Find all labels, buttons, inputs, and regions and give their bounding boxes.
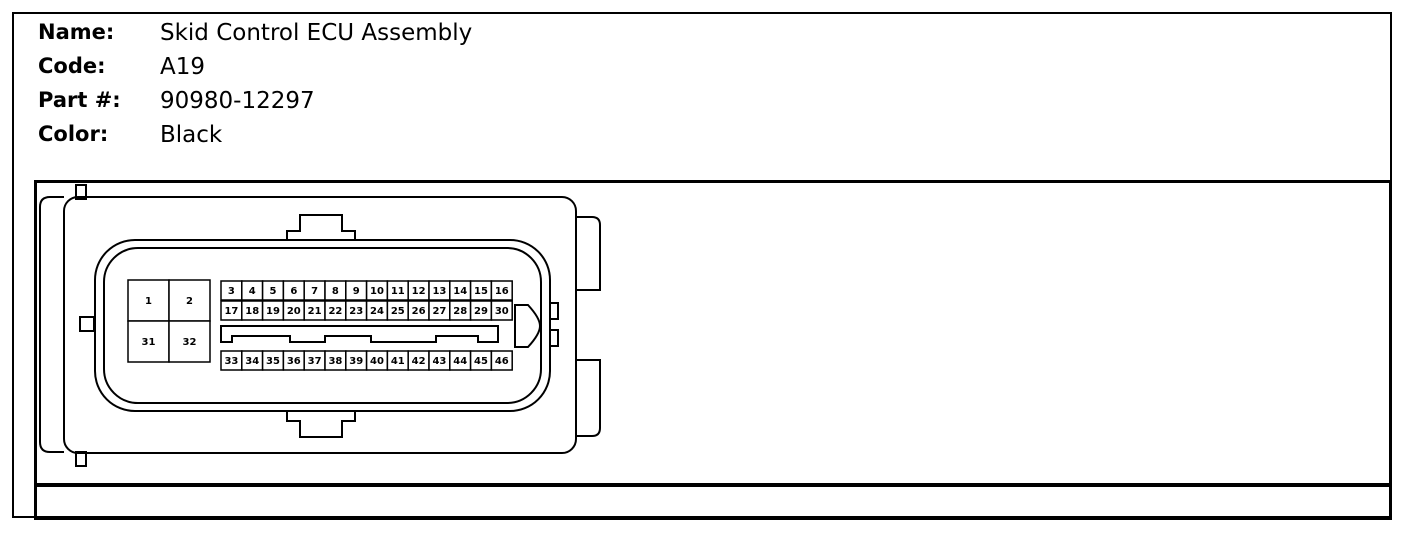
pin-label-35: 35 bbox=[266, 356, 280, 367]
pin-label-3: 3 bbox=[228, 286, 235, 297]
name-label: Name: bbox=[38, 20, 115, 44]
pin-label-42: 42 bbox=[412, 356, 426, 367]
pin-label-38: 38 bbox=[328, 356, 342, 367]
latch-tab-top bbox=[75, 184, 87, 200]
pin-cell-31 bbox=[127, 320, 170, 363]
pin-label-8: 8 bbox=[332, 286, 339, 297]
pin-label-31: 31 bbox=[142, 337, 156, 348]
pin-label-27: 27 bbox=[432, 306, 446, 317]
side-lock bbox=[514, 304, 542, 348]
pin-cell-2 bbox=[168, 279, 211, 322]
pin-label-1: 1 bbox=[145, 296, 152, 307]
pin-label-19: 19 bbox=[266, 306, 280, 317]
pin-label-7: 7 bbox=[311, 286, 318, 297]
pin-label-43: 43 bbox=[432, 356, 446, 367]
pin-label-17: 17 bbox=[224, 306, 238, 317]
pin-label-45: 45 bbox=[474, 356, 488, 367]
pin-label-34: 34 bbox=[245, 356, 259, 367]
pin-label-22: 22 bbox=[328, 306, 342, 317]
inner-housing-inner bbox=[103, 247, 542, 404]
color-value: Black bbox=[160, 122, 223, 148]
right-bump-bottom bbox=[576, 359, 601, 437]
pin-label-10: 10 bbox=[370, 286, 384, 297]
pin-label-15: 15 bbox=[474, 286, 488, 297]
pin-label-40: 40 bbox=[370, 356, 384, 367]
bottom-box bbox=[34, 484, 1392, 520]
latch-tab-bottom bbox=[75, 451, 87, 467]
part-label: Part #: bbox=[38, 88, 121, 112]
pin-cell-32 bbox=[168, 320, 211, 363]
pin-cell-46 bbox=[490, 350, 513, 371]
pin-label-33: 33 bbox=[224, 356, 238, 367]
pin-label-41: 41 bbox=[391, 356, 405, 367]
pin-cell-16 bbox=[490, 280, 513, 301]
pin-label-18: 18 bbox=[245, 306, 259, 317]
pin-label-37: 37 bbox=[308, 356, 322, 367]
pin-label-12: 12 bbox=[412, 286, 426, 297]
latch-tab-left bbox=[79, 316, 95, 332]
pin-label-9: 9 bbox=[353, 286, 360, 297]
code-value: A19 bbox=[160, 54, 206, 80]
pin-cell-1 bbox=[127, 279, 170, 322]
part-value: 90980-12297 bbox=[160, 88, 315, 114]
pin-cell-30 bbox=[490, 300, 513, 321]
pin-label-20: 20 bbox=[287, 306, 301, 317]
right-bump-top bbox=[576, 216, 601, 291]
connector-housing bbox=[63, 196, 577, 454]
bottom-key bbox=[286, 411, 356, 438]
side-lock-tab-bottom bbox=[549, 329, 559, 347]
pin-label-2: 2 bbox=[186, 296, 193, 307]
left-flange bbox=[39, 196, 64, 453]
pin-label-30: 30 bbox=[495, 306, 509, 317]
pin-label-16: 16 bbox=[495, 286, 509, 297]
pin-label-28: 28 bbox=[453, 306, 467, 317]
pin-label-23: 23 bbox=[349, 306, 363, 317]
inner-housing-outer bbox=[94, 239, 551, 412]
pin-label-14: 14 bbox=[453, 286, 467, 297]
pin-label-21: 21 bbox=[308, 306, 322, 317]
keying-bar bbox=[220, 325, 499, 343]
pin-label-5: 5 bbox=[270, 286, 277, 297]
pin-label-44: 44 bbox=[453, 356, 467, 367]
color-label: Color: bbox=[38, 122, 109, 146]
pin-label-32: 32 bbox=[183, 337, 197, 348]
pin-label-39: 39 bbox=[349, 356, 363, 367]
pin-label-6: 6 bbox=[290, 286, 297, 297]
pin-label-46: 46 bbox=[495, 356, 509, 367]
pin-label-4: 4 bbox=[249, 286, 256, 297]
pin-label-29: 29 bbox=[474, 306, 488, 317]
pin-label-13: 13 bbox=[432, 286, 446, 297]
side-lock-tab-top bbox=[549, 302, 559, 320]
pin-label-25: 25 bbox=[391, 306, 405, 317]
code-label: Code: bbox=[38, 54, 106, 78]
pin-label-36: 36 bbox=[287, 356, 301, 367]
top-key bbox=[286, 214, 356, 240]
pin-label-11: 11 bbox=[391, 286, 405, 297]
pin-label-26: 26 bbox=[412, 306, 426, 317]
pin-label-24: 24 bbox=[370, 306, 384, 317]
name-value: Skid Control ECU Assembly bbox=[160, 20, 473, 46]
